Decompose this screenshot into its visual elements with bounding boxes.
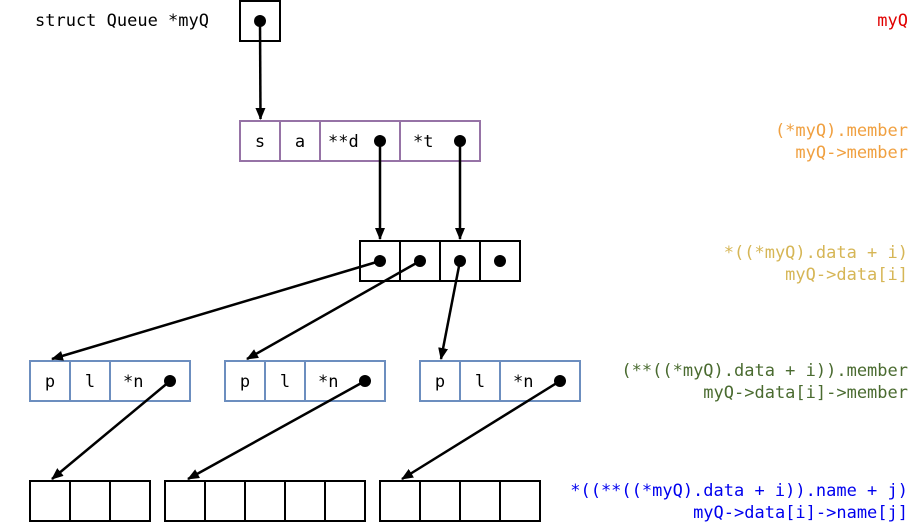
queue-field-cell	[279, 120, 321, 162]
data-array-pointer-dot	[494, 255, 506, 267]
name-char-cell	[379, 480, 421, 522]
queue-field-cell	[399, 120, 481, 162]
node-field-cell	[419, 360, 461, 402]
arrow-node1-to-name1	[51, 380, 171, 480]
note-level4-line1: *((**((*myQ).data + i)).name + j)	[570, 481, 908, 501]
node-field-cell	[109, 360, 191, 402]
queue-field-cell	[239, 120, 281, 162]
name-char-cell	[324, 480, 366, 522]
queue-field-t: *t	[413, 132, 433, 152]
name-char-cell	[284, 480, 326, 522]
arrow-node3-to-name3	[401, 379, 561, 481]
note-level2-line1: *((*myQ).data + i)	[724, 243, 908, 263]
arrow-data1-to-node2	[246, 259, 421, 361]
arrows	[51, 15, 561, 481]
notes: myQ (*myQ).member myQ->member *((*myQ).d…	[570, 11, 908, 523]
node-field-cell	[29, 360, 71, 402]
name-char-cell	[244, 480, 286, 522]
name-char-cell	[419, 480, 461, 522]
node-field-cell	[459, 360, 501, 402]
node-field-cell	[304, 360, 386, 402]
note-level3-line2: myQ->data[i]->member	[703, 383, 908, 403]
node-field-p: p	[435, 372, 445, 392]
node-field-p: p	[45, 372, 55, 392]
queue-struct: s a **d *t	[239, 120, 481, 162]
node-field-p: p	[240, 372, 250, 392]
name-array-1	[29, 480, 151, 522]
node-field-cell	[69, 360, 111, 402]
node-struct-3: p l *n	[419, 360, 581, 402]
node-field-cell	[224, 360, 266, 402]
node-struct-2: p l *n	[224, 360, 386, 402]
queue-field-s: s	[255, 132, 265, 152]
note-level3-line1: (**((*myQ).data + i)).member	[621, 361, 908, 381]
note-level2-line2: myQ->data[i]	[785, 265, 908, 285]
arrow-data2-to-node3	[438, 260, 462, 360]
name-char-cell	[459, 480, 501, 522]
note-level4-line2: myQ->data[i]->name[j]	[693, 503, 908, 523]
node-struct-1: p l *n	[29, 360, 191, 402]
name-char-cell	[499, 480, 541, 522]
queue-field-d: **d	[328, 132, 359, 152]
note-level1-line2: myQ->member	[795, 143, 908, 163]
arrow-myq-to-queue	[255, 20, 266, 120]
node-field-n: *n	[318, 372, 338, 392]
node-field-n: *n	[513, 372, 533, 392]
name-array-2	[164, 480, 366, 522]
name-char-cell	[29, 480, 71, 522]
arrow-node2-to-name2	[187, 379, 366, 481]
node-field-l: l	[85, 372, 95, 392]
myq-pointer-dot	[254, 15, 266, 27]
node-field-l: l	[280, 372, 290, 392]
name-char-cell	[204, 480, 246, 522]
name-char-cell	[109, 480, 151, 522]
node-field-n: *n	[123, 372, 143, 392]
queue-field-a: a	[295, 132, 305, 152]
arrow-data0-to-node1	[51, 259, 381, 361]
name-char-cell	[69, 480, 111, 522]
note-level1-line1: (*myQ).member	[775, 121, 908, 141]
data-pointer-array	[359, 240, 521, 282]
node-field-l: l	[475, 372, 485, 392]
node-field-cell	[499, 360, 581, 402]
name-array-3	[379, 480, 541, 522]
name-char-cell	[164, 480, 206, 522]
note-level0-line1: myQ	[877, 11, 908, 31]
data-array-cell	[439, 240, 481, 282]
pointer-declaration: struct Queue *myQ	[35, 11, 209, 31]
